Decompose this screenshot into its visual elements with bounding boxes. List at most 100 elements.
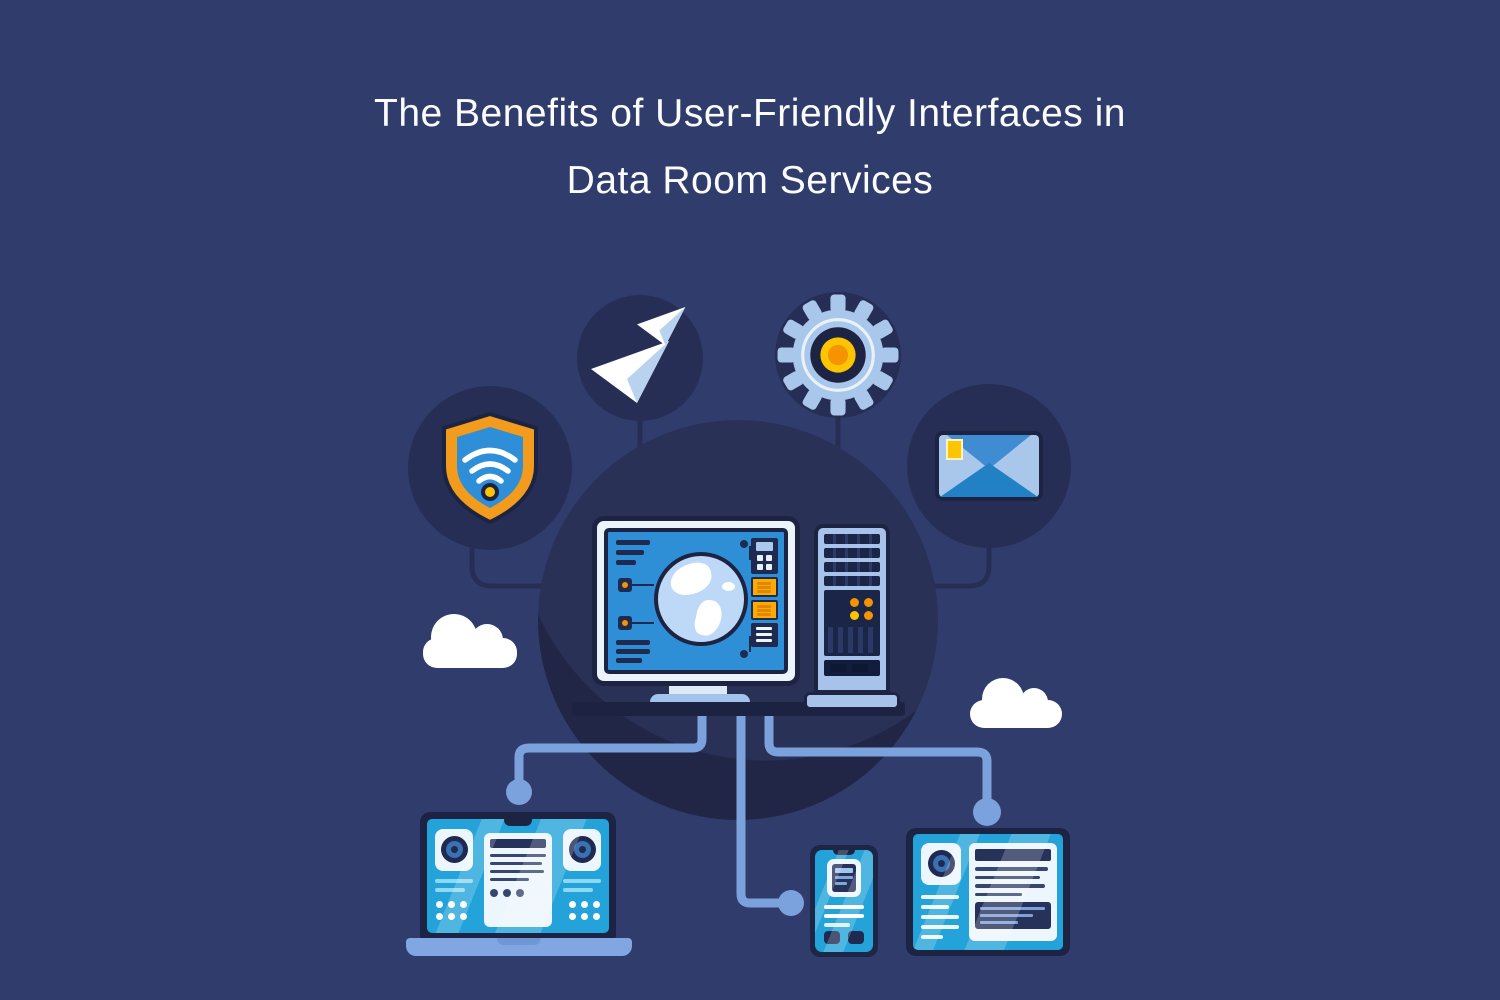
keypad-key xyxy=(757,555,763,561)
sidebar-dot xyxy=(581,901,588,908)
smartphone xyxy=(810,845,878,957)
sidebar-line xyxy=(563,888,593,892)
tablet-camera-card xyxy=(921,843,961,885)
gear-icon xyxy=(777,294,899,416)
paper-planes-icon xyxy=(591,307,686,403)
keypad-display xyxy=(756,542,773,551)
panel-keypad xyxy=(751,538,778,574)
module-bar xyxy=(756,627,772,630)
document-line xyxy=(490,878,530,881)
sidebar-dot xyxy=(448,901,455,908)
laptop-document-card xyxy=(484,833,552,927)
document-line xyxy=(975,875,1041,879)
laptop-screen xyxy=(427,819,609,933)
document-line xyxy=(490,862,542,865)
monitor-screen xyxy=(604,528,788,674)
screen-text-bar xyxy=(616,560,636,565)
sidebar-line xyxy=(563,879,601,883)
module-stripe xyxy=(757,613,771,616)
sidebar-dot xyxy=(581,913,588,920)
cloud-icon xyxy=(423,614,517,668)
document-line xyxy=(975,884,1045,888)
camera-icon xyxy=(928,850,955,877)
keypad-key xyxy=(757,564,763,570)
gear-node xyxy=(775,292,901,418)
app-line xyxy=(835,876,853,879)
sidebar-dot xyxy=(460,901,467,908)
screen-text-bar xyxy=(616,540,650,545)
sidebar-dot xyxy=(593,901,600,908)
document-dot xyxy=(490,889,498,897)
module-stripe xyxy=(757,605,771,608)
tablet-text-line xyxy=(921,915,959,919)
camera-ring xyxy=(933,855,950,872)
node-tablet xyxy=(973,798,1001,826)
server-led xyxy=(850,611,859,620)
server-led xyxy=(864,611,873,620)
phone-button xyxy=(848,931,864,944)
speaker-core xyxy=(579,846,586,853)
globe-landmass xyxy=(666,559,716,599)
document-line xyxy=(975,867,1048,871)
phone-screen xyxy=(815,850,873,952)
keypad-key xyxy=(766,555,772,561)
phone-text-line xyxy=(824,923,850,927)
sidebar-line xyxy=(435,879,473,883)
phone-text-line xyxy=(824,905,864,909)
phone-button xyxy=(824,931,840,944)
module-stripe xyxy=(757,590,771,593)
module-stripe xyxy=(757,609,771,612)
laptop-speaker-card xyxy=(563,829,601,871)
tablet-text-line xyxy=(921,935,943,939)
tablet-text-line xyxy=(921,905,949,909)
tablet-text-line xyxy=(921,925,959,929)
server-port-strip xyxy=(824,660,880,676)
document-dot xyxy=(516,889,524,897)
panel-bar-module xyxy=(751,623,778,647)
tablet-text-line xyxy=(921,895,959,899)
screen-chip xyxy=(618,578,632,592)
footer-line xyxy=(980,907,1045,910)
panel-orange-module xyxy=(751,600,778,620)
screen-wire xyxy=(632,622,654,624)
laptop xyxy=(420,812,616,940)
document-header xyxy=(975,849,1051,861)
server-led xyxy=(850,598,859,607)
speaker-icon xyxy=(441,836,468,863)
app-line xyxy=(835,882,847,885)
sidebar-dot xyxy=(460,913,467,920)
document-line xyxy=(490,870,544,873)
screen-wire-dot xyxy=(740,650,748,658)
screen-chip xyxy=(618,616,632,630)
shield-wifi-icon xyxy=(442,411,538,525)
speaker-icon xyxy=(569,836,596,863)
app-line xyxy=(835,868,853,873)
sidebar-dot xyxy=(436,913,443,920)
document-header xyxy=(490,839,546,848)
screen-text-bar xyxy=(616,649,650,654)
tablet-screen xyxy=(913,834,1063,950)
server-front-panel xyxy=(824,590,880,656)
camera-core xyxy=(938,860,945,867)
screen-text-bar xyxy=(616,658,642,663)
tablet-document-card xyxy=(969,843,1057,941)
server-drive-slot xyxy=(824,562,880,572)
module-stripe xyxy=(757,586,771,589)
paper-planes-node xyxy=(577,295,703,421)
server-drive-slot xyxy=(824,534,880,544)
screen-control-panel xyxy=(751,538,778,650)
screen-wire xyxy=(749,546,751,560)
server-tower xyxy=(814,524,890,694)
sidebar-dot xyxy=(448,913,455,920)
speaker-core xyxy=(451,846,458,853)
footer-line xyxy=(980,914,1034,917)
panel-orange-module xyxy=(751,577,778,597)
page-title-line-1: The Benefits of User-Friendly Interfaces… xyxy=(374,92,1126,135)
desktop-monitor xyxy=(592,516,800,686)
module-stripe xyxy=(757,582,771,585)
sidebar-dot xyxy=(436,901,443,908)
server-drive-slot xyxy=(824,576,880,586)
node-laptop xyxy=(506,779,532,805)
shield-wifi-node xyxy=(408,386,572,550)
